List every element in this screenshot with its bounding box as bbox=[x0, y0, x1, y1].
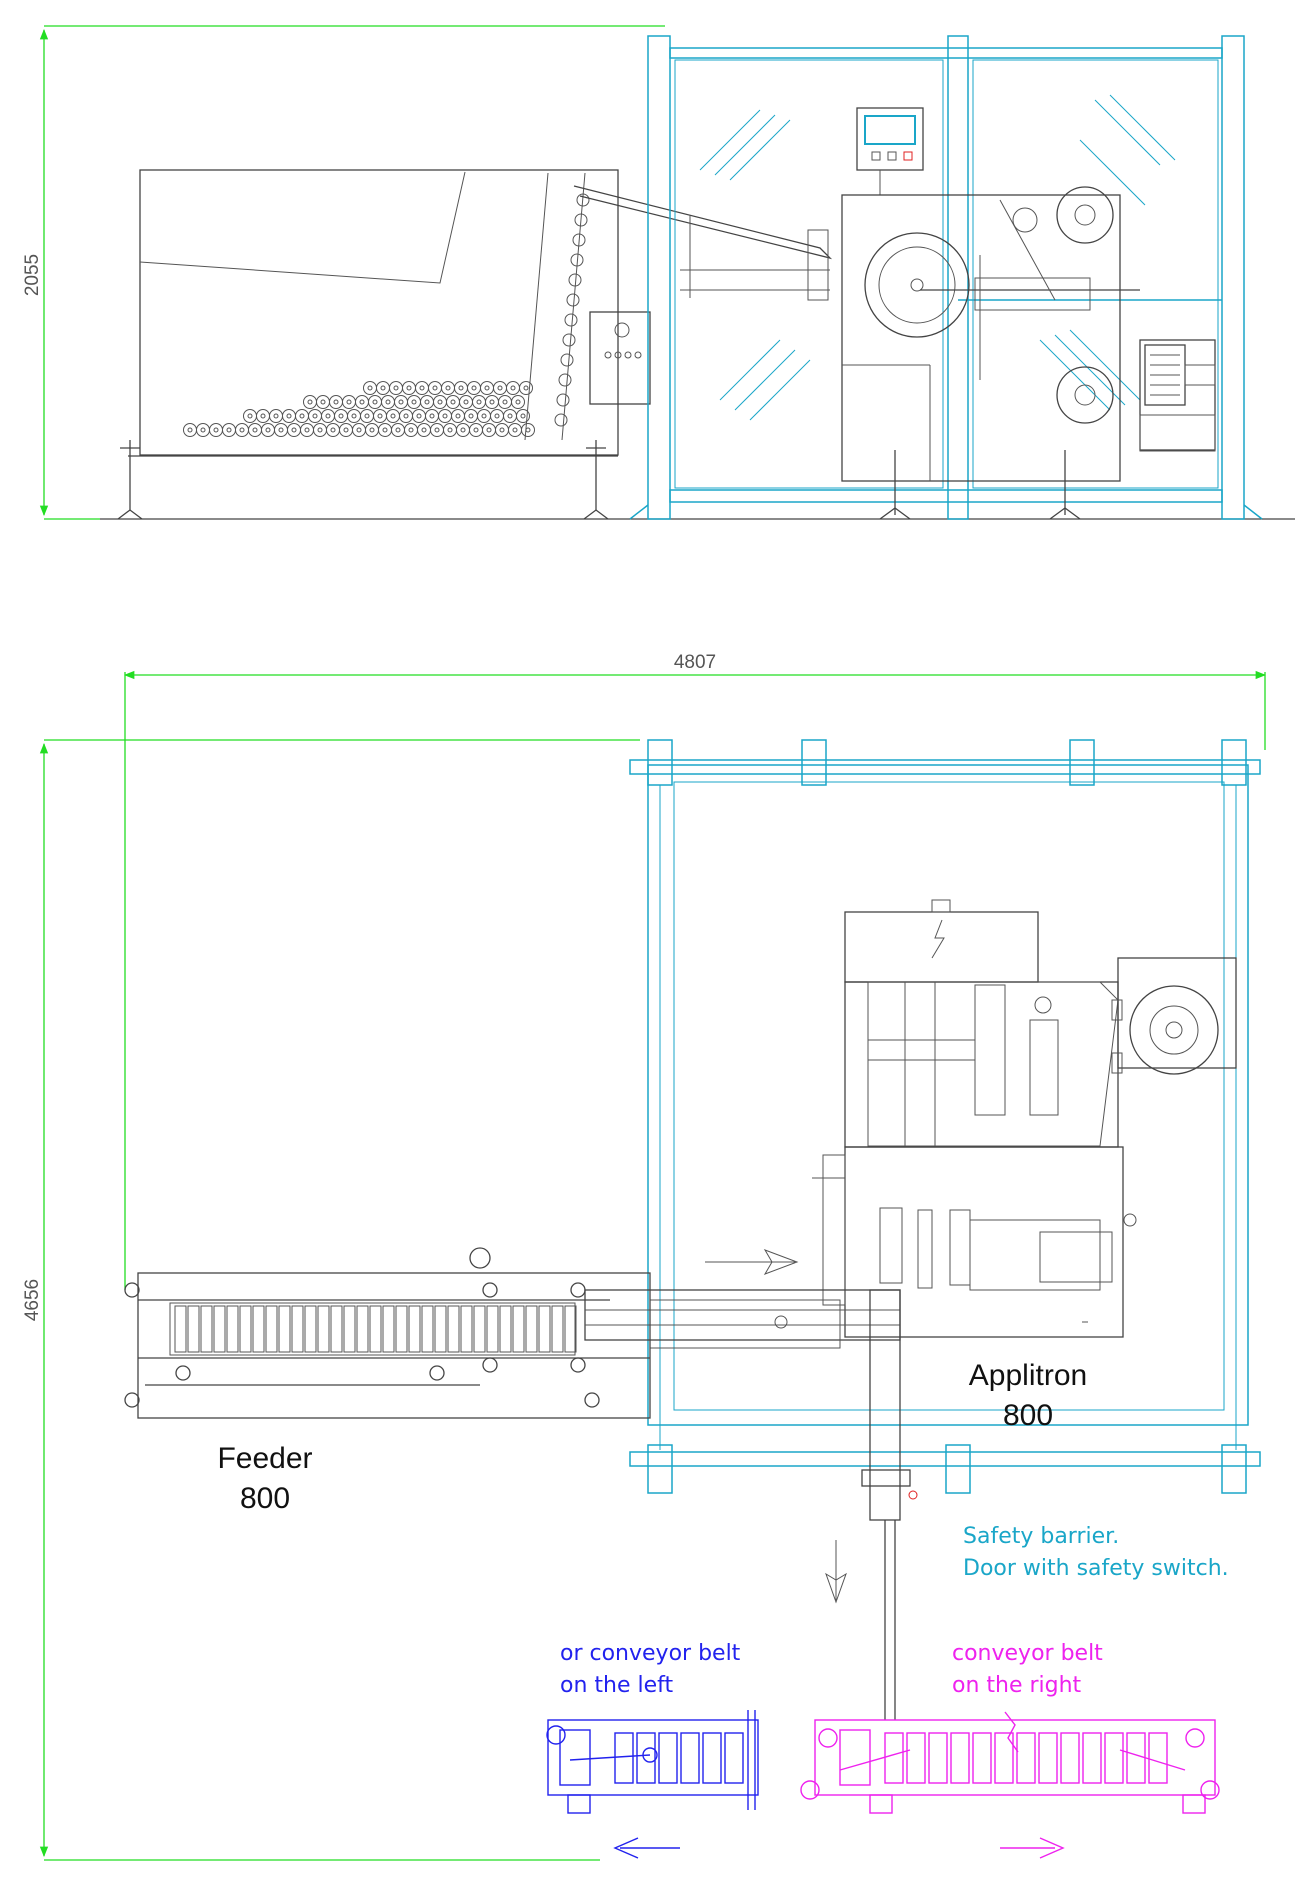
right-conveyor-note-line1: conveyor belt bbox=[952, 1641, 1103, 1666]
side-safety-barrier bbox=[629, 35, 1263, 520]
side-applitron bbox=[841, 186, 1216, 520]
right-conveyor-note-line2: on the right bbox=[952, 1673, 1082, 1698]
incline-rolls bbox=[554, 193, 590, 427]
hmi-panel bbox=[856, 107, 924, 195]
feeder-slots bbox=[174, 1305, 577, 1353]
rolls-pile bbox=[183, 381, 535, 437]
applitron-model-label: 800 bbox=[1003, 1399, 1053, 1432]
top-view: 4807 4656 bbox=[22, 652, 1267, 1861]
dimension-height-top: 4656 bbox=[22, 739, 640, 1861]
safety-note-line1: Safety barrier. bbox=[963, 1524, 1119, 1549]
top-feeder bbox=[124, 1247, 651, 1419]
left-conveyor-note-line1: or conveyor belt bbox=[560, 1641, 741, 1666]
left-conveyor bbox=[546, 1710, 759, 1859]
top-applitron bbox=[812, 899, 1237, 1338]
applitron-label: Applitron bbox=[969, 1359, 1087, 1392]
left-conveyor-note-line2: on the left bbox=[560, 1673, 674, 1698]
dim-2055-label: 2055 bbox=[22, 254, 43, 296]
side-view: 2055 bbox=[22, 25, 1295, 520]
dimension-height-side: 2055 bbox=[22, 25, 665, 520]
feeder-label: Feeder bbox=[217, 1442, 312, 1475]
feeder-model-label: 800 bbox=[240, 1482, 290, 1515]
safety-note-line2: Door with safety switch. bbox=[963, 1556, 1229, 1581]
flow-arrows bbox=[705, 1249, 847, 1604]
top-safety-barrier bbox=[629, 739, 1261, 1494]
dim-4656-label: 4656 bbox=[22, 1279, 43, 1321]
side-feeder bbox=[117, 169, 651, 520]
dim-4807-label: 4807 bbox=[674, 652, 716, 673]
dimension-width-top: 4807 bbox=[123, 652, 1267, 1290]
transfer-conveyor bbox=[584, 1289, 918, 1720]
right-conveyor bbox=[800, 1711, 1220, 1859]
